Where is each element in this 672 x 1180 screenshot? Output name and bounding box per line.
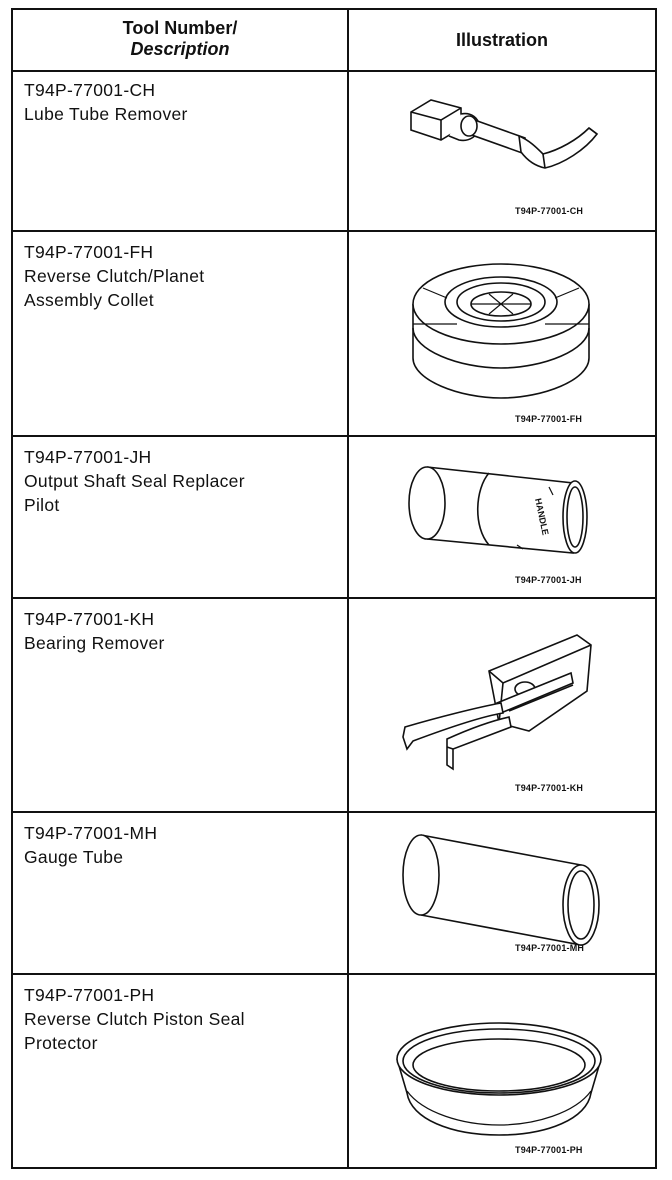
table-row: T94P-77001-JH Output Shaft Seal Replacer… (13, 437, 655, 599)
table-header: Tool Number/ Description Illustration (13, 10, 655, 72)
tool-number: T94P-77001-JH (24, 447, 152, 467)
lube-tube-remover-icon (410, 99, 599, 169)
row-description: T94P-77001-CH Lube Tube Remover (13, 70, 349, 230)
tool-description-line1: Gauge Tube (24, 847, 124, 867)
illustration-caption: T94P-77001-JH (515, 575, 582, 585)
row-description: T94P-77001-JH Output Shaft Seal Replacer… (13, 437, 349, 597)
tool-table: Tool Number/ Description Illustration T9… (11, 8, 657, 1169)
tool-number: T94P-77001-KH (24, 609, 155, 629)
tool-description-line1: Reverse Clutch Piston Seal (24, 1009, 245, 1029)
table-row: T94P-77001-FH Reverse Clutch/Planet Asse… (13, 232, 655, 437)
table-row: T94P-77001-KH Bearing Remover T94P-77001… (13, 599, 655, 813)
illustration-caption: T94P-77001-PH (515, 1145, 583, 1155)
table-row: T94P-77001-PH Reverse Clutch Piston Seal… (13, 975, 655, 1167)
tool-description-line2: Assembly Collet (24, 290, 154, 310)
illustration-caption: T94P-77001-KH (515, 783, 584, 793)
row-illustration: T94P-77001-FH (349, 232, 655, 435)
row-illustration: HANDLE T94P-77001-JH (349, 437, 655, 597)
row-description: T94P-77001-KH Bearing Remover (13, 599, 349, 811)
seal-protector-icon (396, 1022, 602, 1136)
header-tool-number-line2: Description (130, 39, 230, 59)
row-description: T94P-77001-MH Gauge Tube (13, 813, 349, 973)
row-description: T94P-77001-PH Reverse Clutch Piston Seal… (13, 975, 349, 1167)
table-row: T94P-77001-MH Gauge Tube T94P-77001-MH (13, 813, 655, 975)
row-description: T94P-77001-FH Reverse Clutch/Planet Asse… (13, 232, 349, 435)
row-illustration: T94P-77001-CH (349, 70, 655, 230)
collet-icon (412, 263, 590, 399)
header-tool-number: Tool Number/ Description (13, 10, 349, 70)
row-illustration: T94P-77001-PH (349, 975, 655, 1167)
table-row: T94P-77001-CH Lube Tube Remover T94P-770… (13, 70, 655, 232)
illustration-caption: T94P-77001-MH (515, 943, 585, 953)
tool-number: T94P-77001-FH (24, 242, 154, 262)
illustration-caption: T94P-77001-FH (515, 414, 583, 424)
row-illustration: T94P-77001-KH (349, 599, 655, 811)
header-tool-number-line1: Tool Number/ (122, 18, 238, 38)
gauge-tube-icon (402, 834, 600, 946)
tool-number: T94P-77001-MH (24, 823, 158, 843)
tool-description-line1: Bearing Remover (24, 633, 165, 653)
row-illustration: T94P-77001-MH (349, 813, 655, 973)
tool-description-line2: Protector (24, 1033, 98, 1053)
tool-description-line1: Lube Tube Remover (24, 104, 188, 124)
header-illustration: Illustration (455, 30, 548, 50)
illustration-caption: T94P-77001-CH (515, 206, 584, 216)
bearing-remover-icon (402, 634, 592, 771)
tool-number: T94P-77001-CH (24, 80, 156, 100)
tool-description-line1: Output Shaft Seal Replacer (24, 471, 245, 491)
tool-description-line1: Reverse Clutch/Planet (24, 266, 205, 286)
tool-description-line2: Pilot (24, 495, 60, 515)
tool-number: T94P-77001-PH (24, 985, 155, 1005)
seal-replacer-pilot-icon: HANDLE (408, 466, 588, 554)
